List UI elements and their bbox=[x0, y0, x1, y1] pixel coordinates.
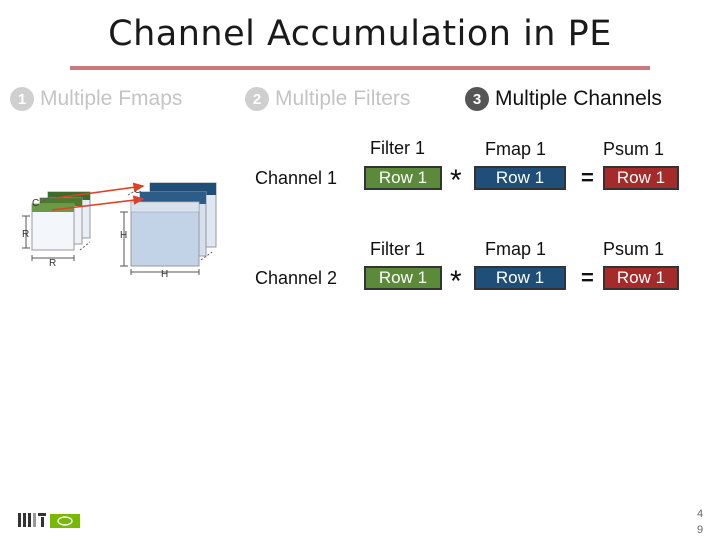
channel2-filter-header: Filter 1 bbox=[370, 239, 426, 259]
slide-title: Channel Accumulation in PE bbox=[108, 14, 612, 54]
channel2-fmap-header: Fmap 1 bbox=[485, 239, 547, 259]
filter-channel-front-row bbox=[32, 204, 74, 212]
channel1-psum-row: Row 1 bbox=[603, 166, 679, 190]
red-arrow-upper bbox=[55, 182, 145, 199]
step-label: Multiple Filters bbox=[275, 87, 411, 110]
step-number-badge: 3 bbox=[465, 87, 489, 111]
channel1-equals-symbol: = bbox=[581, 165, 594, 190]
channel2-psum-row: Row 1 bbox=[603, 266, 679, 290]
filter-stack bbox=[31, 191, 91, 251]
title-rule bbox=[70, 66, 650, 70]
step-multiple-channels: 3 Multiple Channels bbox=[465, 86, 662, 112]
channel2-multiply-symbol: * bbox=[450, 265, 462, 298]
mit-logo-icon bbox=[18, 513, 46, 527]
channel1-fmap-row: Row 1 bbox=[474, 166, 566, 190]
filter-r-bottom-label: R bbox=[49, 258, 56, 269]
channel1-psum-header: Psum 1 bbox=[603, 139, 665, 159]
channel2-equals-symbol: = bbox=[581, 265, 594, 290]
step-number-badge: 1 bbox=[10, 87, 34, 111]
channel1-filter-row: Row 1 bbox=[364, 166, 442, 190]
fmap-channel-front bbox=[130, 201, 200, 267]
channel1-fmap-header: Fmap 1 bbox=[485, 139, 547, 159]
step-multiple-fmaps: 1 Multiple Fmaps bbox=[10, 86, 182, 112]
step-number-badge: 2 bbox=[245, 87, 269, 111]
filter-c-label: C bbox=[32, 198, 39, 209]
fmap-channel-front-row bbox=[130, 201, 200, 213]
step-multiple-filters: 2 Multiple Filters bbox=[245, 86, 410, 112]
nvidia-logo-icon bbox=[50, 514, 80, 528]
channel1-filter-header: Filter 1 bbox=[370, 138, 426, 158]
channel-stack-diagram: C C R R H H bbox=[22, 182, 217, 280]
channel1-multiply-symbol: * bbox=[450, 164, 462, 197]
page-number-bottom: 9 bbox=[696, 524, 704, 536]
fmap-stack bbox=[130, 182, 217, 267]
dimension-markers bbox=[22, 186, 213, 275]
channel1-label: Channel 1 bbox=[255, 168, 338, 188]
page-number: 4 9 bbox=[690, 506, 710, 538]
step-label: Multiple Channels bbox=[495, 87, 662, 110]
fmap-h-side-label: H bbox=[120, 230, 127, 241]
fmap-h-bottom-label: H bbox=[161, 269, 168, 280]
red-arrow-lower bbox=[51, 195, 145, 211]
channel2-filter-row: Row 1 bbox=[364, 266, 442, 290]
filter-r-side-label: R bbox=[22, 229, 29, 240]
page-number-top: 4 bbox=[696, 508, 704, 520]
channel2-label: Channel 2 bbox=[255, 268, 338, 288]
channel2-psum-header: Psum 1 bbox=[603, 239, 665, 259]
fmap-channel-mid-row bbox=[140, 192, 206, 204]
filter-channel-mid-row bbox=[40, 198, 82, 206]
step-label: Multiple Fmaps bbox=[40, 87, 183, 110]
channel2-fmap-row: Row 1 bbox=[474, 266, 566, 290]
